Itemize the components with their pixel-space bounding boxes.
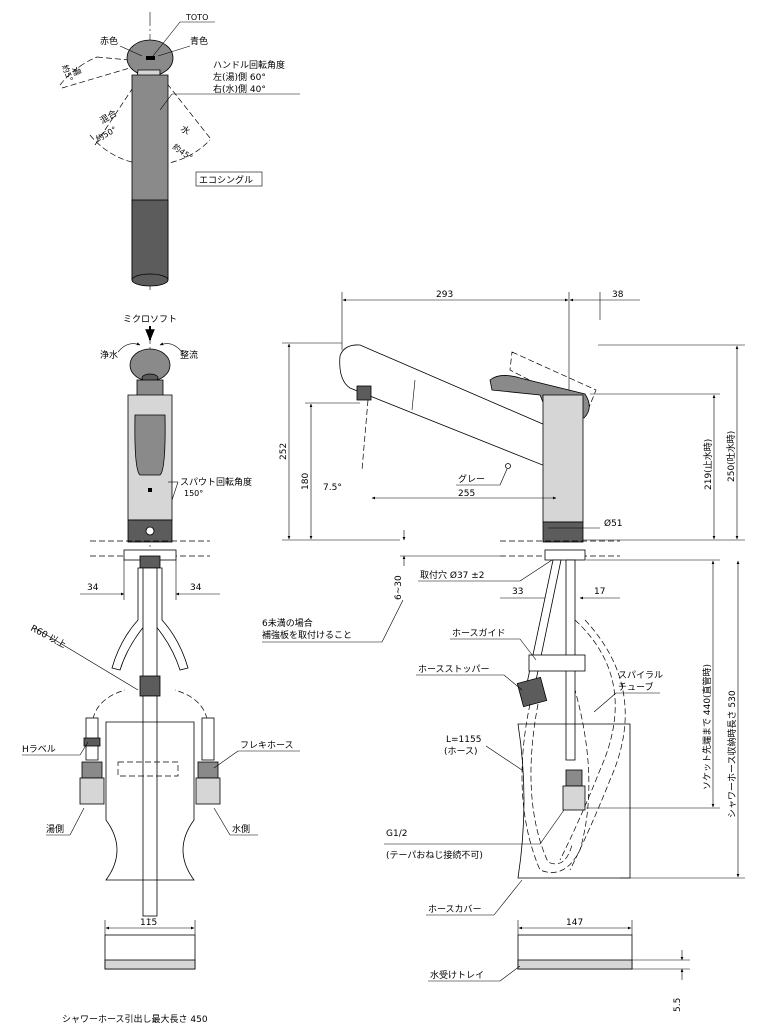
mounting-hole-label: 取付穴 Ø37 ±2 (420, 569, 485, 581)
dim-255: 255 (458, 489, 475, 499)
plate-note-2: 補強板を取付けること (262, 629, 352, 641)
handle-angle-title: ハンドル回転角度 (213, 59, 285, 71)
hose-stopper-label: ホースストッパー (418, 664, 490, 675)
body-side (542, 394, 584, 543)
dim-293: 293 (436, 290, 453, 300)
rectified-label: 整流 (180, 349, 198, 361)
dim-17: 17 (594, 587, 605, 597)
dim-180: 180 (301, 473, 311, 490)
flexi-hose-label: フレキホース (240, 740, 294, 751)
handle-angle-right: 右(水)側 40° (213, 83, 266, 95)
dim-252: 252 (279, 443, 289, 460)
handle-angle-left: 左(湯)側 60° (213, 71, 266, 83)
spiral-label-1: スパイラル (618, 670, 663, 681)
dim-219: 219(止水時) (702, 439, 714, 490)
front-hoses (111, 567, 189, 917)
flexi-hose-right (195, 717, 221, 805)
dim-38: 38 (612, 290, 624, 300)
spout-side (339, 344, 553, 471)
h-label: Hラベル (22, 744, 56, 755)
g12-label: G1/2 (386, 829, 407, 839)
plate-note-1: 6未満の場合 (262, 617, 313, 629)
hose-length-2: (ホース) (444, 746, 478, 757)
side-view: 293 38 グレー 252 180 7.5° 255 (262, 290, 745, 1012)
r60-label: R60 以上 (29, 623, 68, 651)
dim-115: 115 (140, 918, 157, 928)
cold-angle-value: 約45° (171, 141, 195, 162)
brand-label: TOTO (185, 13, 208, 22)
shower-dimension: シャワーホース収納時長さ 530 (726, 690, 738, 818)
red-label: 赤色 (100, 35, 118, 47)
faucet-front-body (127, 348, 173, 543)
cold-angle-label: 水 (178, 123, 192, 138)
spout-angle-value: 150° (184, 489, 203, 498)
spiral-label-2: チューブ (618, 681, 653, 693)
hose-length-1: L=1155 (446, 735, 481, 745)
mix-angle-value: 約50° (94, 124, 118, 144)
dim-34-right: 34 (190, 583, 202, 593)
dim-250: 250(吐水時) (725, 431, 737, 482)
dim-34-left: 34 (87, 583, 99, 593)
dim-6-30: 6~30 (394, 575, 404, 600)
tray-label: 水受けトレイ (430, 969, 484, 981)
mix-angle-label: 混合 (98, 107, 120, 126)
side-hoses (516, 559, 626, 873)
gray-color-label: グレー (458, 473, 485, 485)
dim-33: 33 (512, 587, 523, 597)
hot-angle-label: 湯 (69, 65, 82, 77)
purified-label: 浄水 (100, 349, 118, 361)
blue-label: 青色 (190, 35, 208, 47)
hot-side-label: 湯側 (46, 823, 64, 835)
bottom-note: シャワーホース引出し最大長さ 450 (62, 1013, 208, 1024)
eco-single-label: エコシングル (199, 174, 253, 186)
dim-147: 147 (566, 918, 583, 928)
hose-cover-label: ホースカバー (428, 904, 482, 915)
spout-angle-label: スパウト回転角度 (180, 476, 252, 488)
taper-note: (テーパおねじ接続不可) (386, 849, 483, 861)
microsoft-label: ミクロソフト (123, 314, 177, 325)
angle-75: 7.5° (323, 483, 342, 493)
dim-5-5: 5.5 (673, 998, 683, 1012)
spout-top-view (131, 74, 169, 287)
dim-51: Ø51 (604, 518, 623, 529)
flexi-hose-left (79, 717, 105, 805)
hose-guide-label: ホースガイド (452, 628, 506, 639)
cold-side-label: 水側 (232, 823, 250, 835)
top-view: TOTO 赤色 青色 ハンドル回転角度 左(湯)側 60° 右(水)側 40° … (59, 12, 300, 290)
socket-dimension: ソケット先端まで 440(直管時) (701, 664, 713, 790)
front-view: ミクロソフト 浄水 整流 スパウト回転角度 150° 34 (22, 314, 300, 970)
